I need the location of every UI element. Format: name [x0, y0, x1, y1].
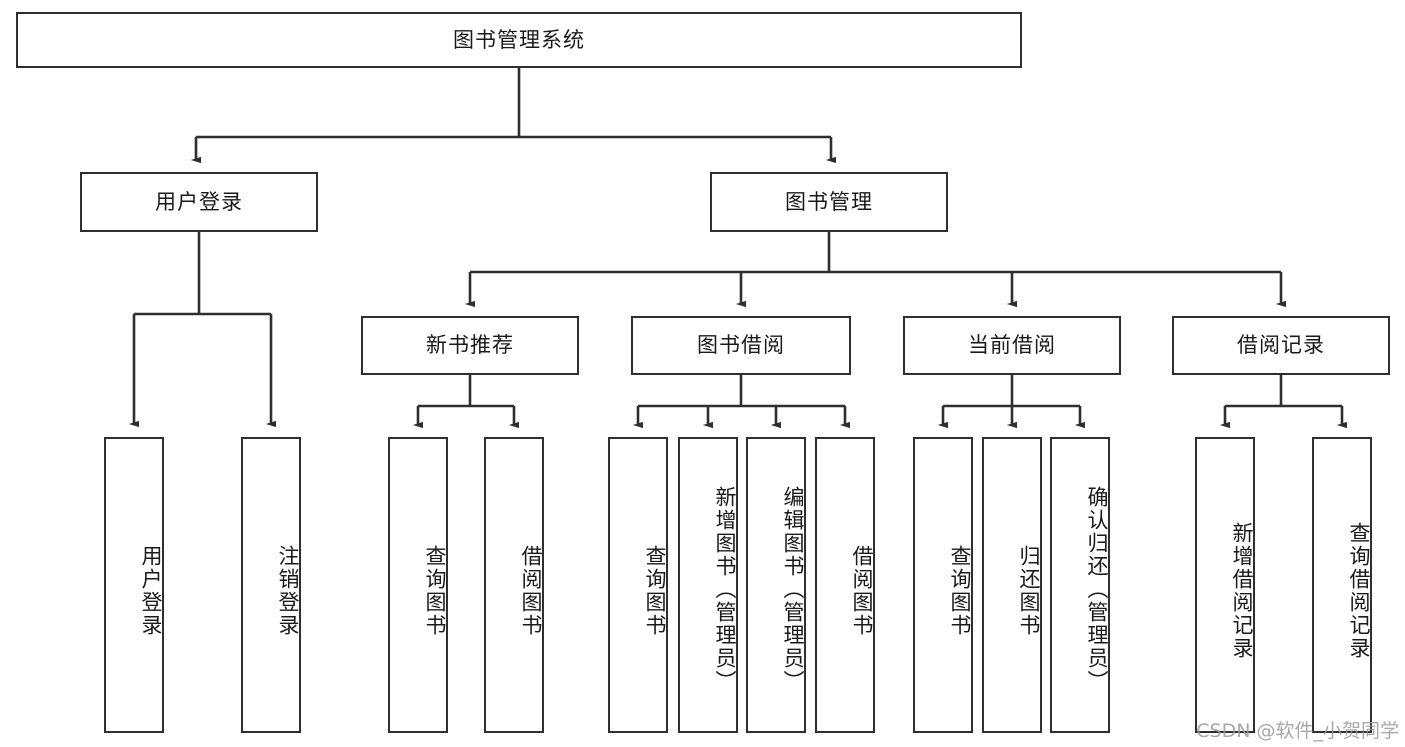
node-borrow-record[interactable]: 借阅记录 — [1172, 316, 1390, 375]
node-leaf-add-book-label: 新增图书（管理员） — [713, 485, 737, 693]
node-book-manage[interactable]: 图书管理 — [710, 172, 948, 232]
node-root[interactable]: 图书管理系统 — [16, 12, 1022, 68]
node-user-login[interactable]: 用户登录 — [80, 172, 318, 232]
node-user-login-label: 用户登录 — [155, 189, 243, 214]
node-leaf-add-record[interactable]: 新增借阅记录 — [1195, 437, 1255, 733]
node-current-borrow-label: 当前借阅 — [968, 333, 1056, 358]
node-leaf-confirm-return-label: 确认归还（管理员） — [1085, 485, 1109, 693]
node-leaf-add-record-label: 新增借阅记录 — [1230, 522, 1254, 660]
csdn-watermark: CSDN @软件_小贺同学 — [1196, 720, 1399, 742]
node-leaf-query-book-borrow-label: 查询图书 — [643, 545, 667, 637]
node-leaf-query-book-cur-label: 查询图书 — [948, 545, 972, 637]
node-leaf-return-book-label: 归还图书 — [1017, 545, 1041, 637]
node-book-borrow-label: 图书借阅 — [697, 333, 785, 358]
node-book-borrow[interactable]: 图书借阅 — [631, 316, 851, 375]
node-new-book-recommend[interactable]: 新书推荐 — [361, 316, 579, 375]
node-leaf-query-record[interactable]: 查询借阅记录 — [1312, 437, 1372, 733]
node-new-book-recommend-label: 新书推荐 — [426, 333, 514, 358]
node-book-manage-label: 图书管理 — [785, 189, 873, 214]
node-leaf-borrow-book[interactable]: 借阅图书 — [815, 437, 875, 733]
node-leaf-edit-book[interactable]: 编辑图书（管理员） — [746, 437, 806, 733]
node-leaf-edit-book-label: 编辑图书（管理员） — [781, 485, 805, 693]
node-leaf-user-login[interactable]: 用户登录 — [104, 437, 164, 733]
node-leaf-borrow-book-label: 借阅图书 — [850, 545, 874, 637]
node-leaf-user-login-label: 用户登录 — [139, 545, 163, 637]
node-leaf-query-book-rec[interactable]: 查询图书 — [388, 437, 448, 733]
node-borrow-record-label: 借阅记录 — [1237, 333, 1325, 358]
node-leaf-confirm-return[interactable]: 确认归还（管理员） — [1050, 437, 1110, 733]
node-leaf-user-logout-label: 注销登录 — [276, 545, 300, 637]
node-leaf-user-logout[interactable]: 注销登录 — [241, 437, 301, 733]
node-leaf-query-book-rec-label: 查询图书 — [423, 545, 447, 637]
node-leaf-query-book-cur[interactable]: 查询图书 — [913, 437, 973, 733]
node-leaf-borrow-book-rec-label: 借阅图书 — [519, 545, 543, 637]
node-leaf-add-book[interactable]: 新增图书（管理员） — [678, 437, 738, 733]
node-current-borrow[interactable]: 当前借阅 — [903, 316, 1121, 375]
node-leaf-query-book-borrow[interactable]: 查询图书 — [608, 437, 668, 733]
node-leaf-query-record-label: 查询借阅记录 — [1347, 522, 1371, 660]
node-root-label: 图书管理系统 — [453, 27, 585, 52]
node-leaf-borrow-book-rec[interactable]: 借阅图书 — [484, 437, 544, 733]
node-leaf-return-book[interactable]: 归还图书 — [982, 437, 1042, 733]
